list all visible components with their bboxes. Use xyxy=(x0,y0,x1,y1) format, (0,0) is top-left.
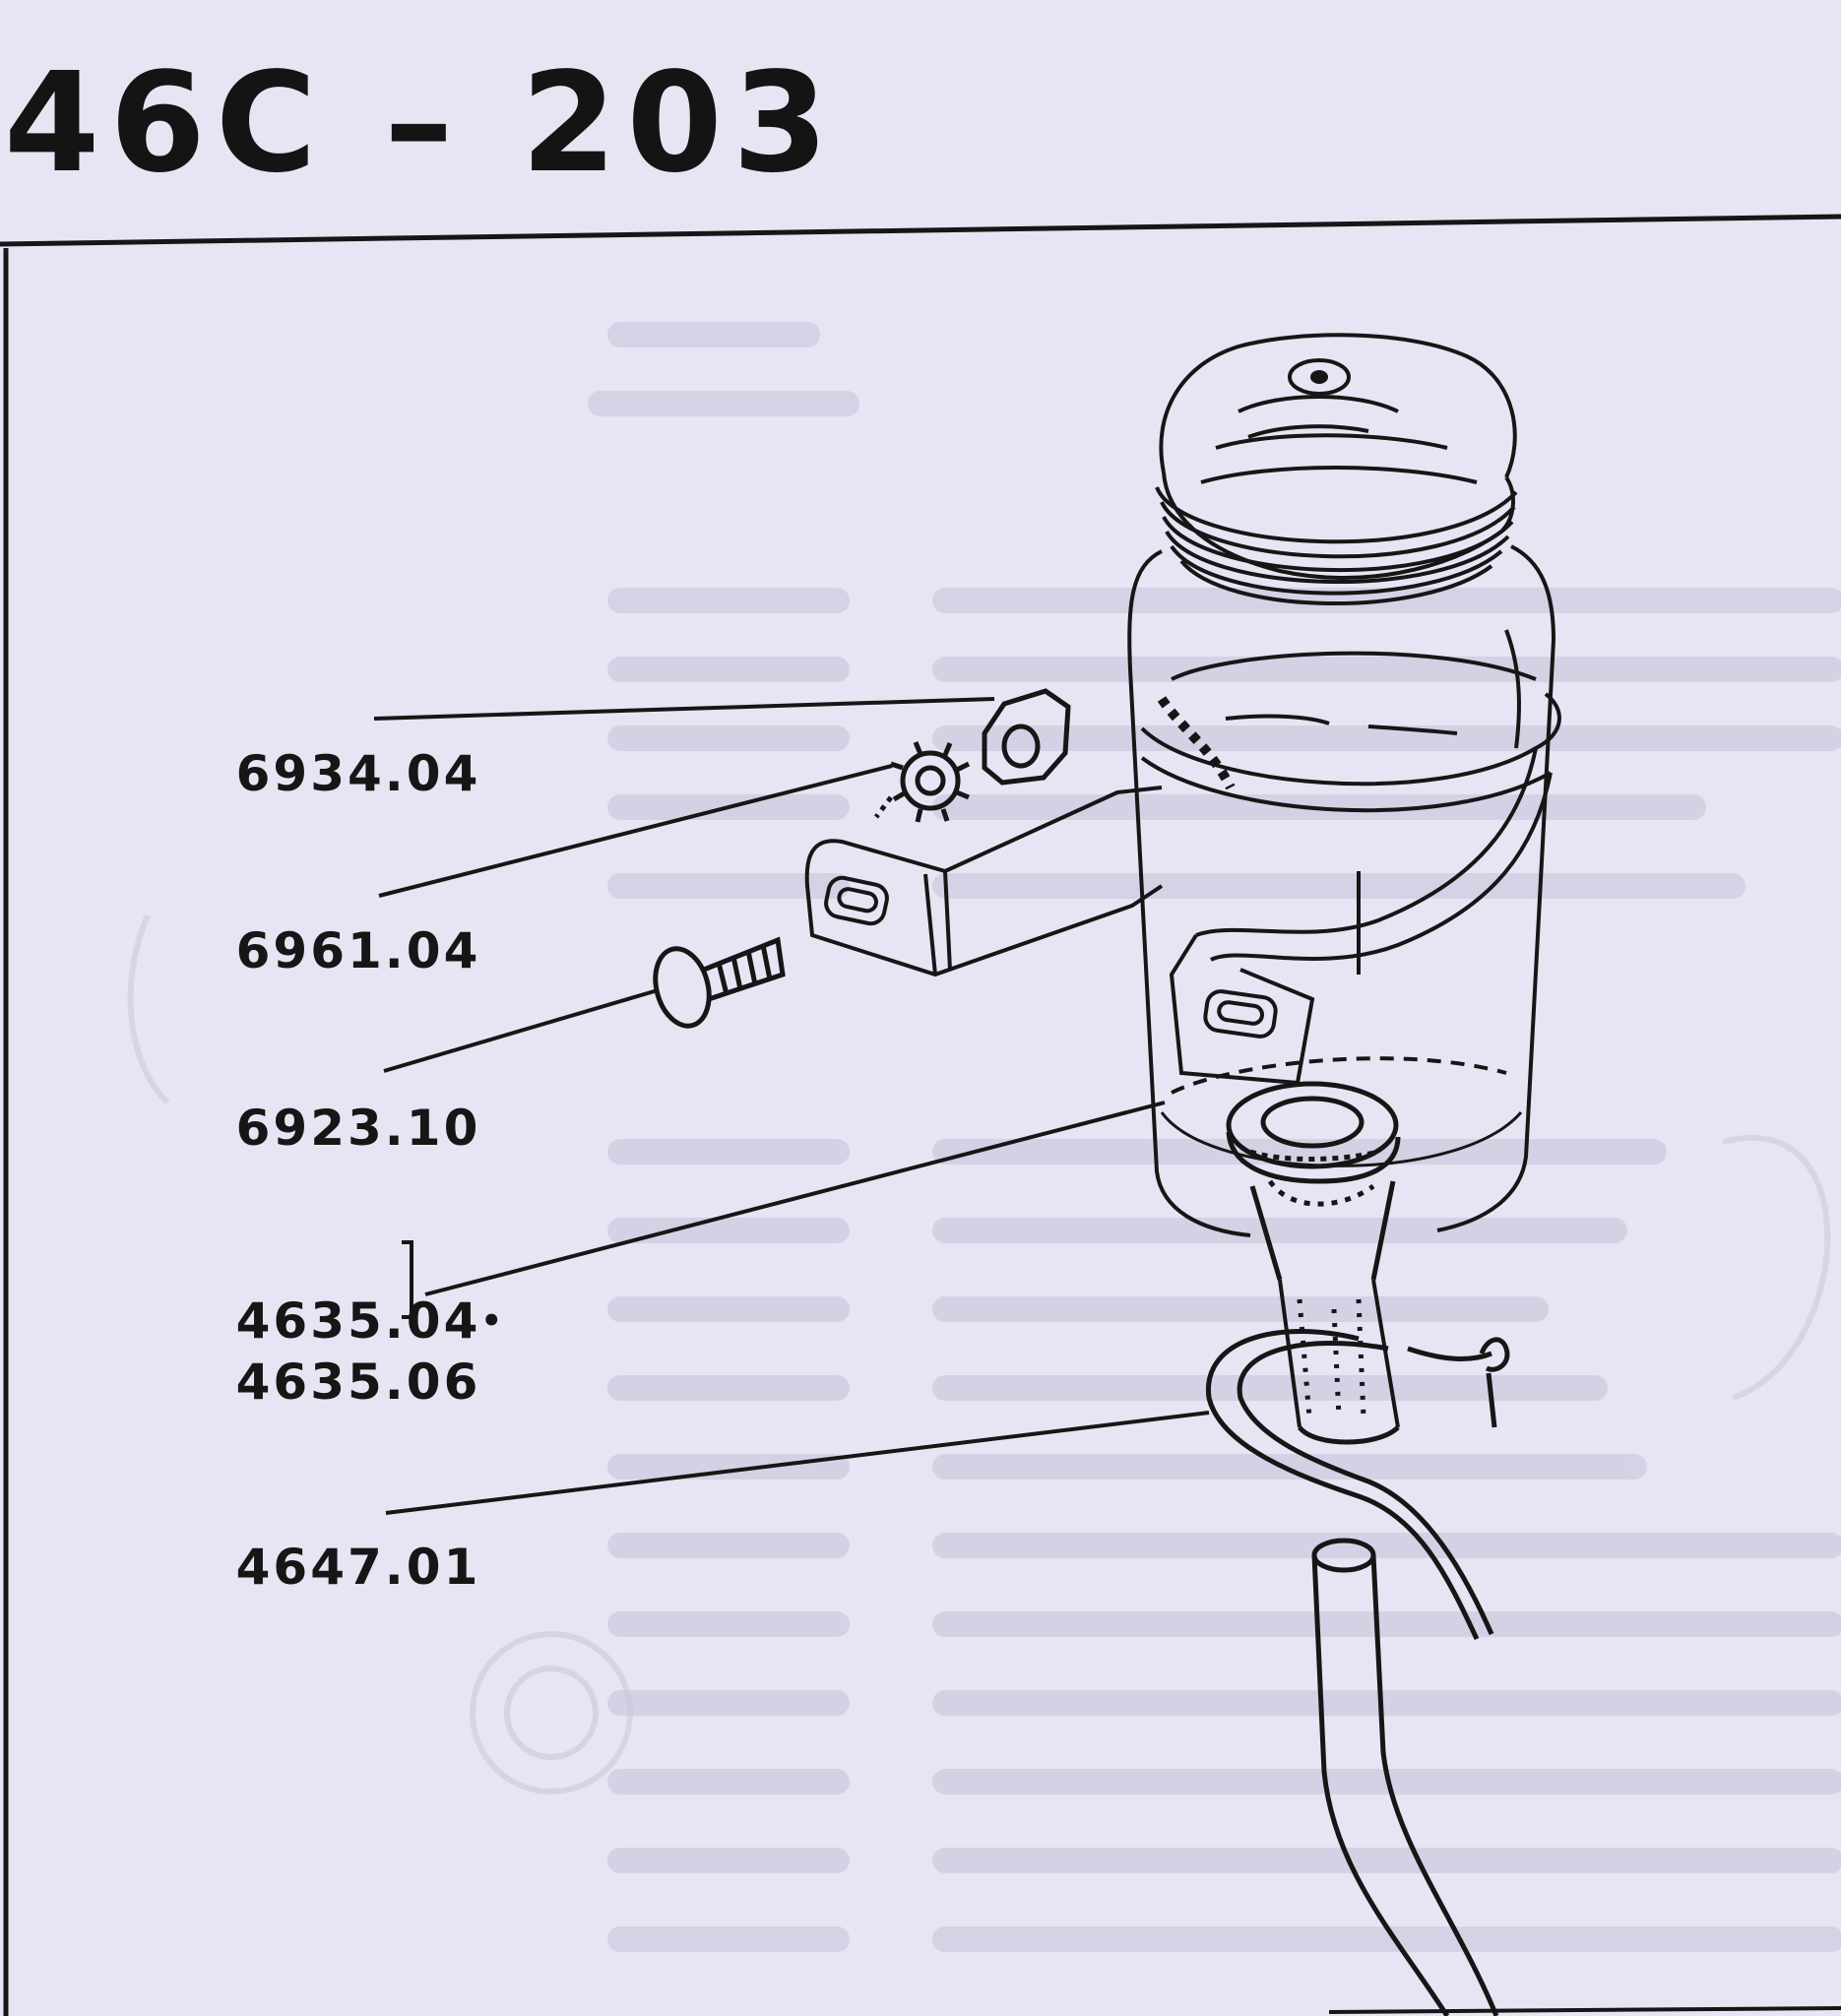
reservoir-body xyxy=(1127,544,1556,1237)
callout-4647-01: 4647.01 xyxy=(156,1484,480,1650)
callout-label: 4635.04 xyxy=(235,1292,481,1350)
callout-6923-10: 6923.10 xyxy=(156,1045,480,1211)
frame-border xyxy=(0,214,1841,2016)
screw xyxy=(653,936,786,1029)
page-title: 46C – 203 xyxy=(4,43,839,204)
callout-label: 6961.04 xyxy=(235,922,481,979)
callout-label: 4635.06 xyxy=(235,1354,481,1411)
lock-washer xyxy=(874,741,971,823)
mounting-strap xyxy=(804,692,1561,1086)
valve-seal xyxy=(1226,1081,1401,1445)
callout-label: 4647.01 xyxy=(235,1539,481,1596)
callout-4635-06: 4635.06 xyxy=(156,1299,480,1465)
callout-label: 6923.10 xyxy=(235,1100,481,1157)
leader-lines xyxy=(373,697,1210,1515)
callout-mark: • xyxy=(480,1301,503,1341)
callout-6934-04: 6934.04 xyxy=(156,691,480,856)
hose xyxy=(1311,1538,1499,2016)
hose-clip xyxy=(1206,1329,1510,1641)
reservoir-cap xyxy=(1155,333,1518,606)
callout-label: 6934.04 xyxy=(235,745,481,802)
callout-4635-04: 4635.04• xyxy=(156,1238,502,1404)
nut xyxy=(982,688,1071,786)
callout-6961-04: 6961.04 xyxy=(156,868,480,1034)
